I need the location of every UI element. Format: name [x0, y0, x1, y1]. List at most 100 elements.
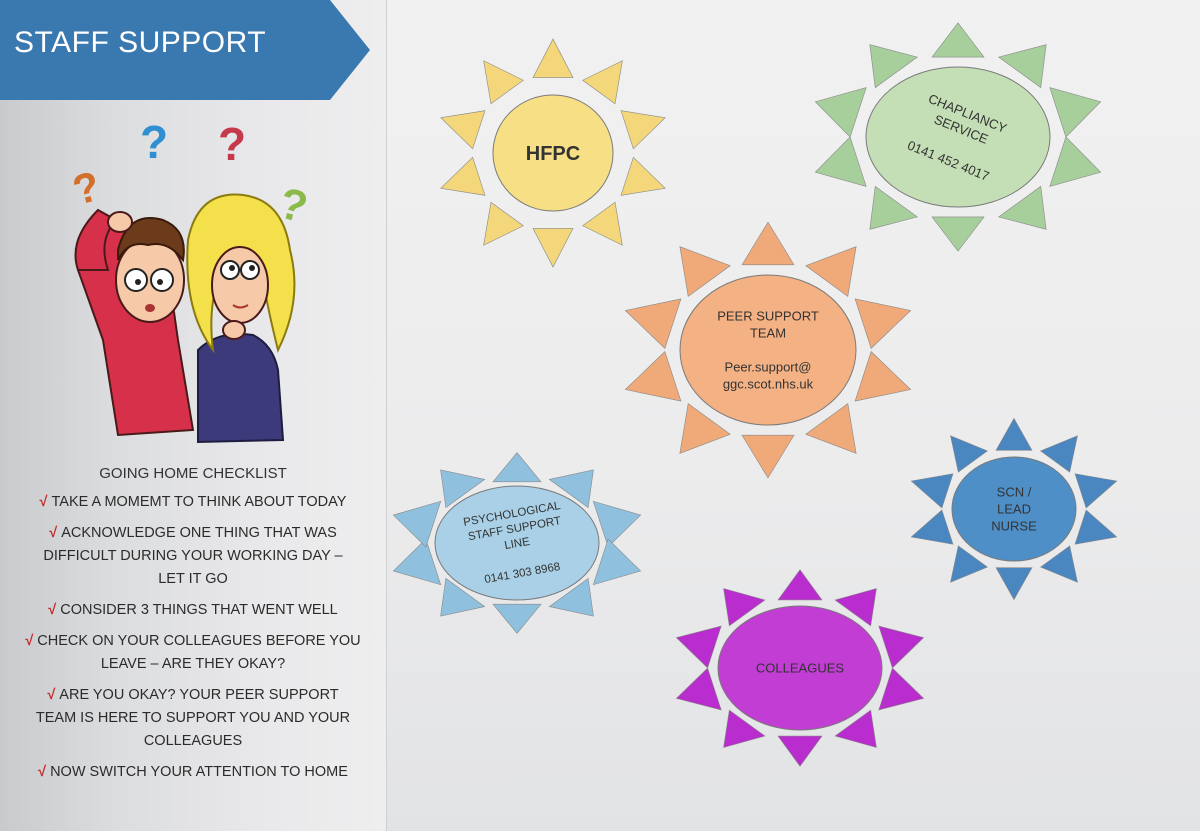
sun-label-scn: SCN / LEAD NURSE — [991, 485, 1037, 534]
sun-ray — [548, 577, 594, 617]
sun-ray — [1039, 435, 1078, 473]
sun-ray — [483, 60, 524, 105]
sun-ray — [440, 156, 486, 196]
sun-ray — [582, 60, 623, 105]
tick-icon: √ — [47, 687, 56, 703]
going-home-checklist: GOING HOME CHECKLIST √TAKE A MOMEMT TO T… — [12, 462, 374, 792]
sun-ray — [582, 201, 623, 246]
sun-ray — [834, 588, 877, 627]
sun-label-line: Peer.support@ — [725, 360, 812, 375]
sun-center — [865, 66, 1051, 208]
sun-label-line: NURSE — [991, 519, 1037, 534]
sun-label-line: HFPC — [526, 143, 580, 165]
sun-ray — [910, 509, 954, 545]
sun-ray — [624, 351, 682, 402]
checklist-item: √ACKNOWLEDGE ONE THING THAT WAS DIFFICUL… — [12, 522, 374, 591]
checklist-item-text: TAKE A MOMEMT TO THINK ABOUT TODAY — [51, 494, 347, 510]
checklist-item: √NOW SWITCH YOUR ATTENTION TO HOME — [12, 761, 374, 784]
checklist-item: √TAKE A MOMEMT TO THINK ABOUT TODAY — [12, 491, 374, 514]
sun-ray — [805, 246, 857, 297]
checklist-heading: GOING HOME CHECKLIST — [99, 465, 287, 482]
sun-ray — [805, 403, 857, 454]
sun-ray — [878, 625, 925, 669]
checklist-item: √CHECK ON YOUR COLLEAGUES BEFORE YOU LEA… — [12, 630, 374, 676]
checklist-item-text: TEAM IS HERE TO SUPPORT YOU AND YOUR — [35, 710, 351, 726]
sun-ray — [723, 588, 766, 627]
sun-ray — [931, 216, 985, 252]
sun-center — [717, 605, 883, 731]
sun-ray — [723, 709, 766, 748]
sun-ray — [997, 44, 1047, 89]
sun-label-colleagues: COLLEAGUES — [756, 661, 844, 676]
sun-ray — [392, 538, 442, 586]
checklist-item-text: LEAVE – ARE THEY OKAY? — [100, 656, 286, 672]
tick-icon: √ — [38, 764, 47, 780]
checklist-item-text: LET IT GO — [158, 571, 228, 587]
sun-ray — [440, 110, 486, 150]
sun-ray — [931, 22, 985, 58]
tick-icon: √ — [48, 602, 57, 618]
sun-chaplaincy: CHAPLIANCYSERVICE0141 452 4017 — [814, 22, 1102, 252]
sun-ray — [995, 567, 1033, 601]
tick-icon: √ — [25, 633, 34, 649]
sun-ray — [854, 298, 912, 349]
sun-scn: SCN / LEAD NURSE — [910, 417, 1118, 601]
sun-ray — [392, 500, 442, 548]
sun-label-line: LINE — [504, 536, 532, 552]
sun-ray — [741, 221, 795, 266]
sun-label-line: SCN / — [997, 485, 1032, 500]
sun-ray — [950, 435, 989, 473]
checklist-item: √ARE YOU OKAY? YOUR PEER SUPPORT TEAM IS… — [12, 684, 374, 753]
sun-label-line: TEAM — [750, 326, 786, 341]
sun-ray — [679, 403, 731, 454]
sun-center — [679, 274, 857, 426]
sun-ray — [532, 38, 574, 78]
sun-center — [434, 485, 600, 601]
left-panel: STAFF SUPPORT ? ? ? ? — [0, 0, 387, 831]
sun-ray — [995, 417, 1033, 451]
question-mark-icon: ? — [218, 118, 246, 170]
sun-ray — [1049, 87, 1102, 138]
checklist-item: √CONSIDER 3 THINGS THAT WENT WELL — [12, 599, 374, 622]
sun-ray — [492, 603, 542, 634]
checklist-item-text: CHECK ON YOUR COLLEAGUES BEFORE YOU — [37, 633, 361, 649]
sun-ray — [777, 569, 823, 601]
sun-label-hfpc: HFPC — [526, 143, 580, 165]
sun-hfpc: HFPC — [440, 38, 666, 268]
checklist-item-text: COLLEAGUES — [143, 733, 243, 749]
sun-ray — [997, 185, 1047, 230]
confused-people-illustration: ? ? ? ? — [68, 116, 313, 444]
sun-ray — [483, 201, 524, 246]
sun-psych: PSYCHOLOGICALSTAFF SUPPORTLINE0141 303 8… — [392, 452, 642, 634]
sun-label-line: ggc.scot.nhs.uk — [723, 377, 814, 392]
sun-ray — [592, 538, 642, 586]
sun-ray — [910, 473, 954, 509]
sun-ray — [620, 110, 666, 150]
sun-ray — [878, 667, 925, 711]
sun-ray — [741, 434, 795, 479]
sun-ray — [620, 156, 666, 196]
sun-label-line: LEAD — [997, 502, 1031, 517]
sun-ray — [624, 298, 682, 349]
sun-ray — [1039, 545, 1078, 583]
sun-ray — [440, 577, 486, 617]
sun-ray — [532, 228, 574, 268]
sun-center — [951, 456, 1077, 562]
checklist-item-text: NOW SWITCH YOUR ATTENTION TO HOME — [50, 764, 348, 780]
sun-ray — [869, 44, 919, 89]
sun-ray — [834, 709, 877, 748]
checklist-item-text: ARE YOU OKAY? YOUR PEER SUPPORT — [59, 687, 339, 703]
checklist-item-text: CONSIDER 3 THINGS THAT WENT WELL — [60, 602, 338, 618]
sun-label-line: COLLEAGUES — [756, 661, 844, 676]
sun-ray — [1049, 136, 1102, 187]
sun-ray — [854, 351, 912, 402]
tick-icon: √ — [49, 525, 58, 541]
sun-ray — [440, 469, 486, 509]
sun-ray — [814, 87, 867, 138]
sun-center — [492, 94, 614, 212]
sun-ray — [675, 667, 722, 711]
